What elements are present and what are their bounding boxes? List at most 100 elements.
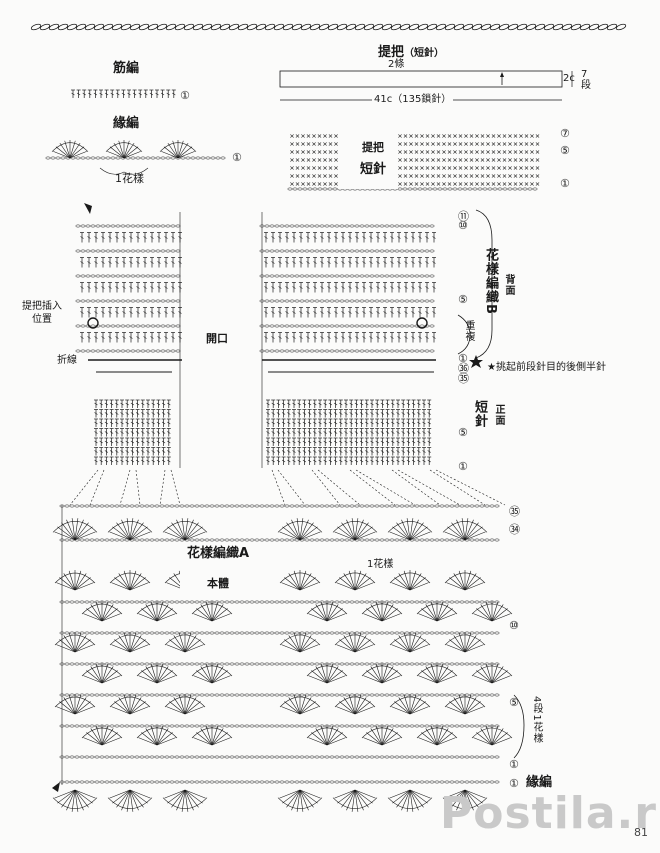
chain-stitch (479, 504, 485, 508)
fan-stitch (101, 601, 109, 622)
dc-bar (370, 459, 374, 463)
sc-stitch (414, 174, 419, 178)
dc-bar (143, 261, 147, 264)
chain-stitch (175, 349, 181, 353)
chain-stitch (507, 187, 513, 191)
fan-stitch (436, 675, 456, 684)
chain-stitch (74, 662, 80, 666)
chain-stitch (364, 324, 370, 328)
chain-stitch (154, 755, 160, 759)
chain-stitch (289, 249, 295, 253)
sc-stitch (519, 182, 523, 186)
chain-link (570, 23, 582, 31)
chain-stitch (359, 755, 365, 759)
chain-stitch (144, 780, 150, 784)
fan-stitch (464, 789, 483, 804)
chain-stitch (439, 631, 445, 635)
sc-stitch (524, 166, 529, 170)
fan-stitch (480, 666, 493, 684)
chain-stitch (319, 299, 325, 303)
chain-stitch (145, 274, 151, 278)
chain-stitch (314, 724, 320, 728)
dc-bar (125, 459, 129, 463)
dc-bar (323, 431, 327, 434)
dc-bar (391, 421, 395, 425)
chain-stitch (444, 693, 450, 697)
dc-bar (151, 459, 155, 463)
chain-stitch (125, 299, 131, 303)
chain-stitch (299, 755, 305, 759)
chain-stitch (149, 755, 155, 759)
fan-stitch (126, 518, 131, 541)
chain-stitch (269, 631, 275, 635)
fan-stitch (196, 670, 213, 684)
dc-bar (406, 402, 411, 406)
dc-bar (146, 440, 150, 444)
sc-stitch (323, 158, 327, 162)
chain-stitch (419, 631, 425, 635)
sc-stitch (475, 134, 479, 138)
chain-stitch (424, 724, 430, 728)
sc-stitch (519, 166, 523, 170)
fan-stitch (63, 573, 76, 591)
dc-bar (348, 336, 352, 339)
chain-stitch (459, 662, 465, 666)
dc-bar (141, 431, 145, 434)
sc-stitch (535, 166, 540, 170)
chain-stitch (319, 631, 325, 635)
sc-stitch (535, 150, 540, 154)
chain-stitch (334, 662, 340, 666)
chain-stitch (94, 600, 100, 604)
fan-top (444, 696, 486, 708)
chain-stitch (279, 538, 285, 542)
chain-stitch (129, 600, 135, 604)
chain-stitch (324, 755, 330, 759)
chain-stitch (264, 249, 270, 253)
fan-stitch (173, 697, 186, 715)
sc-stitch (409, 166, 413, 170)
chain-stitch (110, 249, 116, 253)
chain-stitch (464, 662, 470, 666)
dc-bar (318, 412, 322, 415)
dc-bar (391, 459, 395, 463)
sc-stitch (442, 134, 446, 138)
chain-stitch (279, 249, 285, 253)
sc-stitch (530, 166, 534, 170)
row-marker-a34: ㉞ (509, 523, 520, 536)
fan-stitch (299, 570, 307, 591)
dc-bar (271, 336, 275, 339)
fan-stitch (409, 701, 426, 715)
chain-stitch (109, 538, 115, 542)
chain-stitch (309, 324, 315, 328)
fan-stitch (341, 522, 356, 541)
sc-stitch (491, 174, 496, 178)
chain-stitch (484, 631, 490, 635)
chain-stitch (104, 504, 110, 508)
dc-bar (349, 412, 353, 415)
fan-stitch (184, 789, 203, 804)
chain-stitch (79, 693, 85, 697)
chain-stitch (434, 631, 440, 635)
chain-stitch (374, 299, 380, 303)
fan-stitch (296, 789, 301, 812)
chain-stitch (209, 693, 215, 697)
fan-stitch (156, 737, 176, 746)
dc-bar (339, 450, 343, 453)
sc-stitch (519, 150, 523, 154)
chain-link (228, 23, 240, 31)
chain-stitch (399, 299, 405, 303)
fan-stitch (205, 725, 213, 746)
chain-stitch (79, 538, 85, 542)
chain-stitch (239, 724, 245, 728)
dc-bar (404, 311, 408, 314)
dc-bar (292, 440, 296, 444)
chain-stitch (394, 504, 400, 508)
chain-stitch (99, 504, 105, 508)
dc-bar (80, 311, 84, 314)
chain-stitch (444, 662, 450, 666)
chain-stitch (124, 780, 130, 784)
chain-link (615, 23, 627, 31)
fan-stitch (311, 608, 328, 622)
dc-bar (281, 421, 286, 425)
sc-stitch (328, 142, 333, 146)
